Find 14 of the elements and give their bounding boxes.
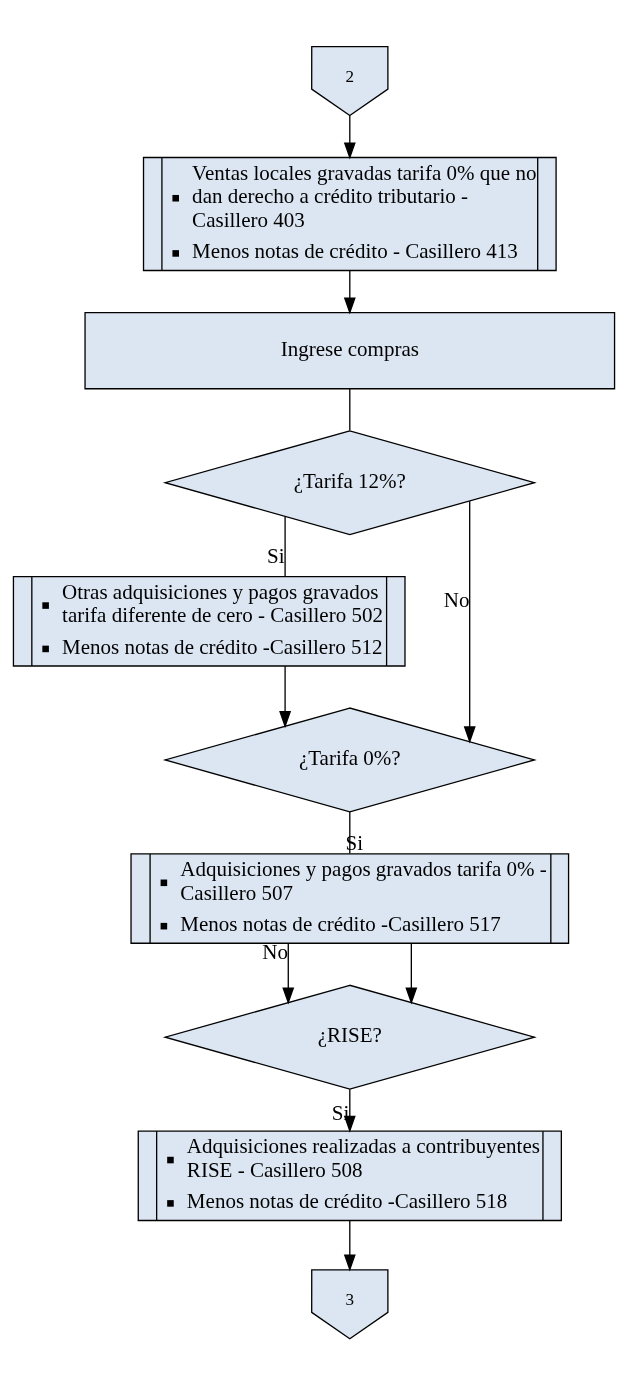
node-diamond: ¿Tarifa 0%? [162,706,537,813]
arrow [279,665,292,728]
connector [349,387,351,431]
arrow [463,500,476,743]
edge-label: No [443,587,470,612]
edge-label: Si [267,543,285,568]
connector [284,515,286,577]
arrow [282,942,295,1004]
arrow [343,114,356,159]
node-box: Ingrese compras [84,311,616,389]
arrow [343,269,356,315]
arrow [405,942,418,1004]
arrow [343,1219,356,1271]
node-diamond: ¿Tarifa 12%? [162,429,537,535]
